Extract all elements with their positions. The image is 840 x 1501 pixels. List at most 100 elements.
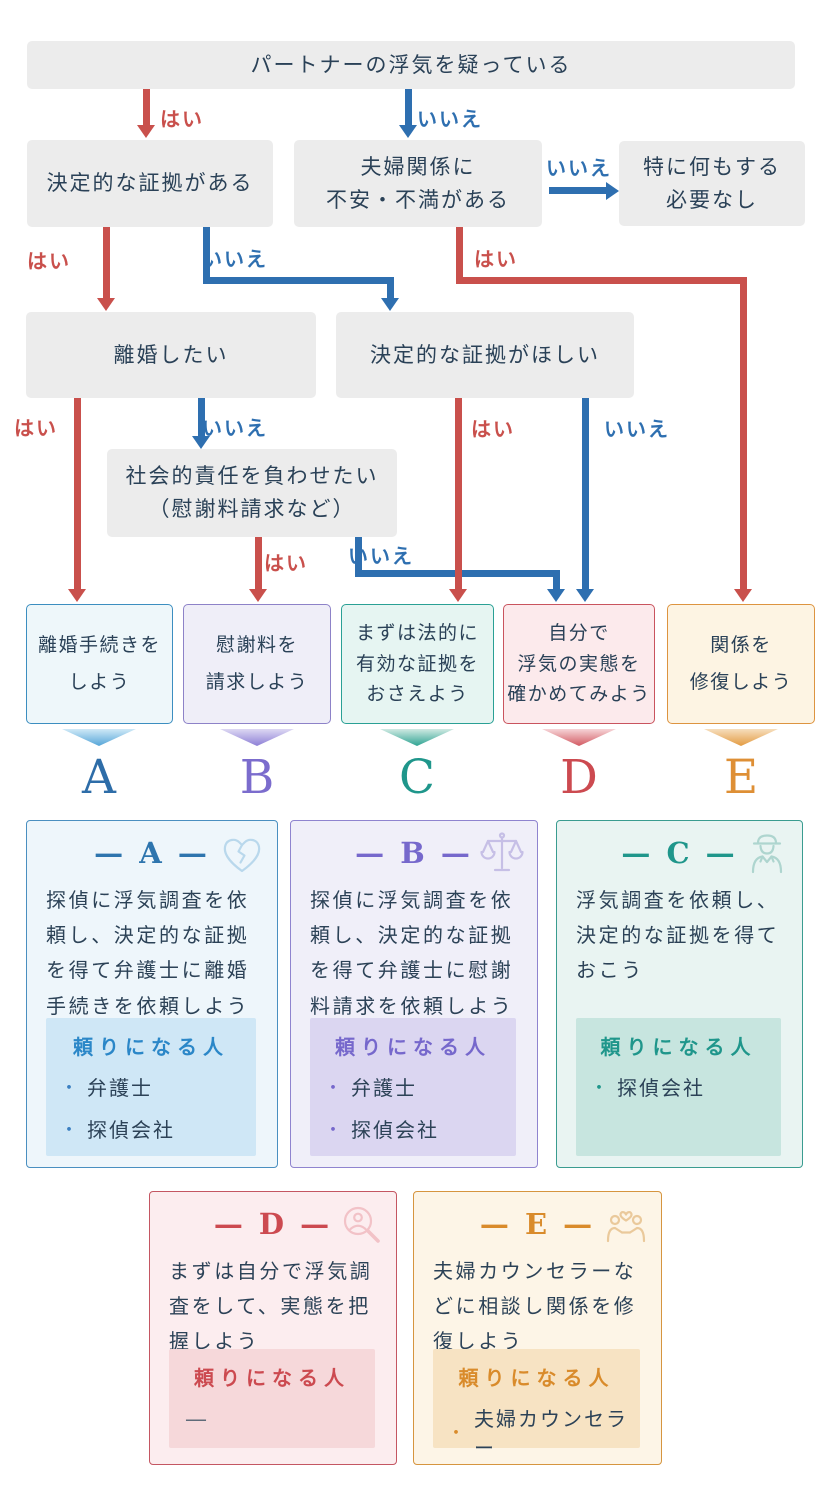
q-evidence-box: 決定的な証拠がある [27, 140, 273, 227]
bullet-icon: ・ [60, 1119, 80, 1141]
arrow-evidence-yes-line [103, 227, 110, 298]
arrow-wantev-no-head [576, 589, 594, 602]
card-e-body: 夫婦カウンセラーな どに相談し関係を修 復しよう [433, 1259, 637, 1354]
outcome-box-d: 自分で 浮気の実態を 確かめてみよう [503, 604, 655, 724]
arrow-wantev-no-line [582, 398, 589, 589]
arrow-evidence-no-line2 [203, 277, 394, 284]
arrow-social-no-line1 [355, 537, 362, 577]
broken-heart-icon [218, 830, 266, 878]
outcome-b-line2: 請求しよう [205, 671, 309, 693]
card-a-body: 探偵に浮気調査を依 頼し、決定的な証拠 を得て弁護士に離婚 手続きを依頼しよう [46, 888, 250, 1018]
arrow-divorce-yes-line [74, 398, 81, 589]
arrow-evidence-no-head [381, 298, 399, 311]
arrow-social-yes-head [249, 589, 267, 602]
label-no-wantev: いいえ [604, 417, 670, 441]
arrow-divorce-no-line [198, 398, 205, 436]
outcome-e-line1: 関係を [710, 633, 772, 656]
outcome-a-line2: しよう [68, 671, 131, 693]
outcome-c-line1: まずは法的に [355, 622, 479, 645]
arrow-social-no-head [547, 589, 565, 602]
card-a: — A — 探偵に浮気調査を依 頼し、決定的な証拠 を得て弁護士に離婚 手続きを… [26, 820, 278, 1168]
arrow-marriage-yes-head [734, 589, 752, 602]
card-c-title: — C — [621, 836, 738, 870]
q-divorce-box: 離婚したい [26, 312, 316, 398]
q-marriage-line1: 夫婦関係に [360, 154, 476, 179]
label-no-evidence: いいえ [202, 247, 268, 271]
couple-heart-icon [602, 1201, 650, 1249]
card-b-body: 探偵に浮気調査を依 頼し、決定的な証拠 を得て弁護士に慰謝 料請求を依頼しよう [310, 888, 514, 1018]
q-marriage-box: 夫婦関係に 不安・不満がある [294, 140, 542, 227]
arrow-start-no-head [399, 125, 417, 138]
list-item: ・ 弁護士 [60, 1072, 256, 1101]
outcome-d-line3: 確かめてみよう [507, 683, 651, 706]
label-yes-marriage: はい [474, 247, 518, 271]
label-yes-social: はい [264, 551, 308, 575]
card-e-helper-box: 頼りになる人 ・ 夫婦カウンセラー [433, 1349, 640, 1460]
result-letter-c: C [399, 750, 435, 805]
outcome-d-line1: 自分で [548, 622, 610, 645]
arrow-evidence-no-line1 [203, 227, 210, 284]
card-a-title: — A — [94, 836, 210, 870]
result-triangle-e [704, 729, 778, 746]
arrow-social-yes-line [255, 537, 262, 589]
card-d-body: まずは自分で浮気調 査をして、実態を把 握しよう [169, 1259, 373, 1354]
card-c-helper-list: ・ 探偵会社 [590, 1072, 781, 1101]
label-no-social: いいえ [348, 544, 414, 568]
outcome-b-line1: 慰謝料を [215, 633, 298, 656]
outcome-c-line3: おさえよう [366, 683, 469, 706]
result-letter-e: E [723, 750, 759, 805]
list-item: ・ 探偵会社 [324, 1114, 516, 1143]
card-c-body: 浮気調査を依頼し、 決定的な証拠を得て おこう [576, 888, 780, 983]
card-c-helper-box: 頼りになる人 ・ 探偵会社 [576, 1018, 781, 1156]
arrow-marriage-no-line [549, 187, 606, 194]
q-divorce-text: 離婚したい [113, 342, 229, 367]
card-d-helper-box: 頼りになる人 — [169, 1349, 375, 1448]
arrow-start-no-line [405, 89, 412, 125]
outcome-e-line2: 修復しよう [689, 671, 793, 693]
label-yes-wantev: はい [471, 417, 515, 441]
arrow-social-no-line3 [553, 570, 560, 589]
magnifier-person-icon [337, 1201, 385, 1249]
result-letter-a: A [82, 750, 116, 805]
start-question-text: パートナーの浮気を疑っている [250, 52, 572, 77]
outcome-box-a: 離婚手続きを しよう [26, 604, 173, 724]
card-e-helper-list: ・ 夫婦カウンセラー [447, 1403, 640, 1461]
card-a-helper-title: 頼りになる人 [73, 1035, 229, 1059]
q-social-line1: 社会的責任を負わせたい [125, 464, 379, 489]
no-action-line1: 特に何もする [643, 154, 781, 179]
card-e-title: — E — [479, 1207, 596, 1241]
arrow-wantev-yes-line [455, 398, 462, 589]
q-social-line2: （慰謝料請求など） [148, 497, 356, 521]
arrow-divorce-no-head [192, 436, 210, 449]
outcome-a-line1: 離婚手続きを [37, 633, 161, 656]
result-triangle-d [542, 729, 616, 746]
label-no-marriage: いいえ [546, 156, 612, 180]
arrow-start-yes-line [143, 89, 150, 125]
label-no-divorce: いいえ [202, 416, 268, 440]
outcome-box-b: 慰謝料を 請求しよう [183, 604, 331, 724]
card-b-helper-list: ・ 弁護士 ・ 探偵会社 [324, 1072, 516, 1143]
card-c: — C — 浮気調査を依頼し、 決定的な証拠を得て おこう 頼りになる人 ・ 探… [556, 820, 803, 1168]
card-d-helper-none: — [185, 1407, 207, 1432]
card-b-helper-title: 頼りになる人 [335, 1035, 491, 1059]
label-no-start: いいえ [417, 107, 483, 131]
q-social-box: 社会的責任を負わせたい （慰謝料請求など） [107, 449, 397, 537]
bullet-icon: ・ [590, 1077, 610, 1099]
label-yes-divorce: はい [14, 416, 58, 440]
arrow-marriage-no-head [606, 182, 619, 200]
q-want-evidence-text: 決定的な証拠がほしい [370, 342, 600, 367]
outcome-box-c: まずは法的に 有効な証拠を おさえよう [341, 604, 494, 724]
detective-icon [743, 830, 791, 878]
result-triangle-c [380, 729, 454, 746]
card-e: — E — 夫婦カウンセラーな どに相談し関係を修 復しよう 頼りになる人 ・ … [413, 1191, 662, 1465]
list-item: ・ 探偵会社 [590, 1072, 781, 1101]
result-triangle-b [220, 729, 294, 746]
arrow-evidence-no-line3 [387, 277, 394, 298]
card-c-helper-title: 頼りになる人 [600, 1035, 757, 1059]
card-e-helper-title: 頼りになる人 [458, 1366, 615, 1390]
arrow-start-yes-head [137, 125, 155, 138]
no-action-line2: 必要なし [666, 187, 758, 212]
card-b: — B — 探偵に浮気調査を依 頼し、決定的な証拠 を得て弁護士に慰謝 料請求を… [290, 820, 538, 1168]
arrow-marriage-yes-line2 [456, 277, 747, 284]
